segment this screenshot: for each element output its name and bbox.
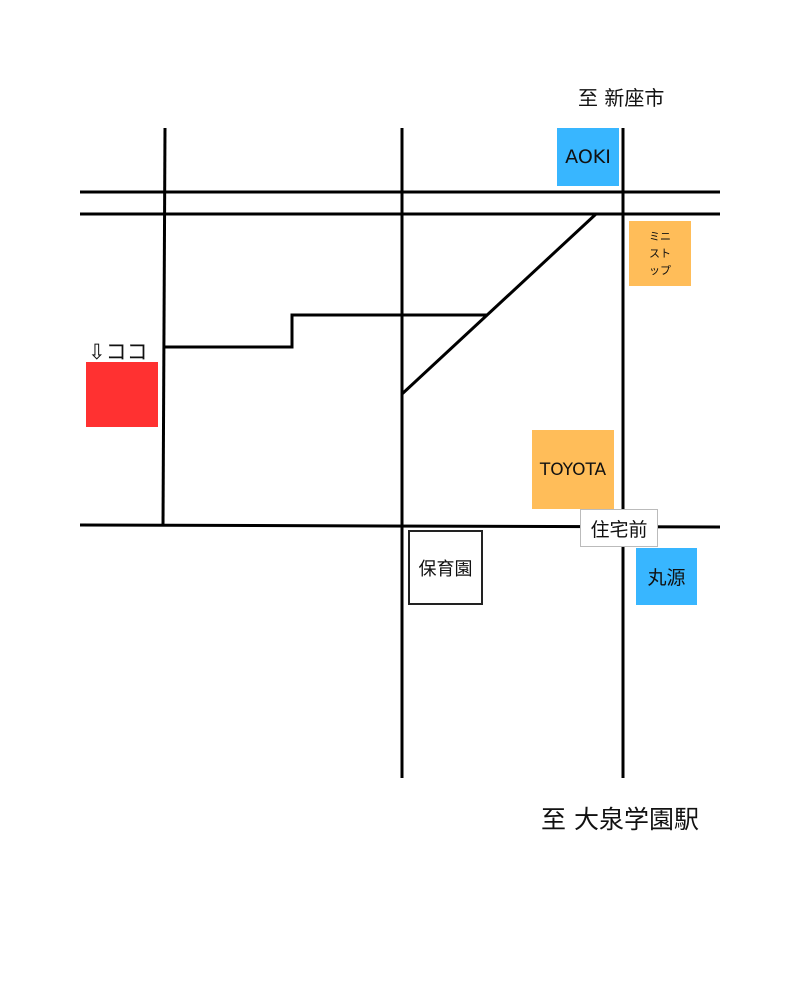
destination-marker	[86, 362, 158, 427]
landmark-aoki: AOKI	[557, 128, 619, 186]
north-direction-label: 至 新座市	[578, 86, 665, 110]
landmark-marugen-label: 丸源	[647, 567, 686, 589]
road-side-street	[165, 313, 487, 349]
landmark-aoki-label: AOKI	[565, 146, 611, 168]
landmark-nursery: 保育園	[408, 530, 483, 605]
landmark-toyota-label: TOYOTA	[539, 459, 607, 480]
south-direction-label: 至 大泉学園駅	[541, 805, 699, 834]
landmark-marugen: 丸源	[636, 548, 697, 605]
landmark-ministop: ミニ スト ップ	[629, 221, 691, 286]
landmark-ministop-label: ミニ スト ップ	[649, 230, 671, 277]
landmark-toyota: TOYOTA	[532, 430, 614, 509]
here-marker-label: ⇩ココ	[88, 340, 148, 364]
road-diagonal	[400, 212, 598, 396]
landmark-nursery-label: 保育園	[418, 558, 473, 580]
road-west	[161, 127, 167, 527]
bus-stop-label: 住宅前	[590, 518, 648, 541]
bus-stop: 住宅前	[580, 509, 658, 547]
